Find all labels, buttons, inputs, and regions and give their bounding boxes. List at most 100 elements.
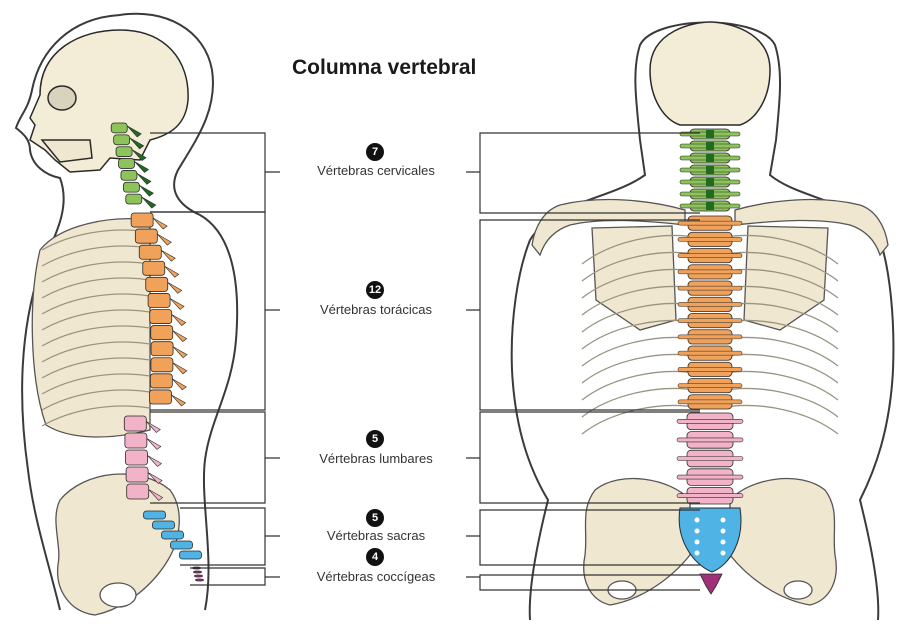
- transverse-process-lumbar: [677, 475, 743, 479]
- spinous-process-cervical: [706, 130, 714, 138]
- bracket-cervical-left: [150, 133, 265, 212]
- vertebra-coccygeal-lateral: [195, 575, 203, 577]
- spinous-process-thoracic: [161, 250, 175, 261]
- sacral-foramen: [695, 551, 700, 556]
- coccyx-posterior: [700, 574, 722, 594]
- vertebra-lumbar-lateral: [125, 433, 147, 448]
- transverse-process-thoracic: [678, 335, 742, 339]
- spinous-process-cervical: [135, 162, 149, 173]
- lumbar-count-badge: 5: [366, 430, 384, 448]
- transverse-process-thoracic: [678, 351, 742, 355]
- transverse-process-lumbar: [677, 457, 743, 461]
- spinous-process-thoracic: [157, 234, 171, 245]
- spinous-process-cervical: [706, 190, 714, 198]
- spinous-process-cervical: [706, 202, 714, 210]
- transverse-process-thoracic: [678, 237, 742, 241]
- spinous-process-cervical: [706, 166, 714, 174]
- thoracic-count-badge: 12: [366, 281, 384, 299]
- diagram-title: Columna vertebral: [292, 56, 476, 80]
- transverse-process-thoracic: [678, 286, 742, 290]
- sacral-foramen: [695, 529, 700, 534]
- transverse-process-thoracic: [678, 270, 742, 274]
- sacral-foramen: [721, 540, 726, 545]
- spinous-process-lumbar: [147, 439, 161, 450]
- lateral-ribcage: [32, 219, 150, 437]
- lateral-skull: [30, 30, 188, 172]
- vertebra-cervical-lateral: [121, 170, 137, 180]
- vertebra-thoracic-lateral: [139, 245, 161, 259]
- cervical-label: Vértebras cervicales: [296, 163, 456, 178]
- sacral-foramen: [695, 540, 700, 545]
- transverse-process-thoracic: [678, 254, 742, 258]
- vertebra-sacral-lateral: [144, 511, 166, 519]
- lumbar-label: Vértebras lumbares: [296, 451, 456, 466]
- spinous-process-thoracic: [173, 347, 187, 358]
- vertebra-cervical-lateral: [123, 182, 139, 192]
- vertebra-thoracic-lateral: [143, 261, 165, 275]
- spinous-process-thoracic: [165, 266, 179, 277]
- spinous-process-thoracic: [170, 298, 184, 309]
- posterior-spine: [677, 129, 743, 594]
- transverse-process-lumbar: [677, 494, 743, 498]
- vertebra-cervical-lateral: [126, 194, 142, 204]
- transverse-process-lumbar: [677, 419, 743, 423]
- vertebra-sacral-lateral: [153, 521, 175, 529]
- sacral-foramen: [721, 529, 726, 534]
- vertebra-thoracic-lateral: [150, 374, 172, 388]
- transverse-process-thoracic: [678, 367, 742, 371]
- sacral-label: Vértebras sacras: [296, 528, 456, 543]
- spinous-process-cervical: [137, 173, 151, 184]
- transverse-process-lumbar: [677, 438, 743, 442]
- sacral-count-badge: 5: [366, 509, 384, 527]
- spinous-process-thoracic: [173, 363, 187, 374]
- vertebra-coccygeal-lateral: [196, 579, 204, 581]
- transverse-process-thoracic: [678, 302, 742, 306]
- spinous-process-thoracic: [153, 218, 167, 229]
- spinous-process-thoracic: [171, 395, 185, 406]
- transverse-process-thoracic: [678, 384, 742, 388]
- vertebra-lumbar-lateral: [126, 467, 148, 482]
- spinous-process-thoracic: [172, 315, 186, 326]
- spinous-process-cervical: [706, 178, 714, 186]
- transverse-process-thoracic: [678, 319, 742, 323]
- spinous-process-lumbar: [148, 456, 162, 467]
- vertebra-lumbar-lateral: [127, 484, 149, 499]
- vertebra-thoracic-lateral: [131, 213, 153, 227]
- spinous-process-cervical: [142, 197, 156, 208]
- vertebra-lumbar-lateral: [126, 450, 148, 465]
- vertebra-thoracic-lateral: [149, 390, 171, 404]
- spinous-process-thoracic: [168, 282, 182, 293]
- sacral-foramen: [721, 551, 726, 556]
- sacral-foramen: [721, 518, 726, 523]
- vertebra-sacral-lateral: [180, 551, 202, 559]
- transverse-process-thoracic: [678, 221, 742, 225]
- vertebra-cervical-lateral: [114, 135, 130, 145]
- sacrum-posterior: [679, 508, 741, 572]
- spinous-process-thoracic: [173, 331, 187, 342]
- vertebra-thoracic-lateral: [151, 342, 173, 356]
- coccygeal-label: Vértebras coccígeas: [296, 569, 456, 584]
- vertebra-thoracic-lateral: [148, 293, 170, 307]
- vertebra-sacral-lateral: [171, 541, 193, 549]
- vertebra-thoracic-lateral: [150, 310, 172, 324]
- vertebra-lumbar-lateral: [124, 416, 146, 431]
- cervical-count-badge: 7: [366, 143, 384, 161]
- vertebra-thoracic-lateral: [151, 326, 173, 340]
- vertebra-thoracic-lateral: [151, 358, 173, 372]
- lateral-pelvis: [56, 474, 179, 615]
- spinous-process-cervical: [706, 142, 714, 150]
- vertebra-cervical-lateral: [119, 159, 135, 169]
- vertebra-cervical-lateral: [111, 123, 127, 133]
- vertebra-coccygeal-lateral: [194, 571, 202, 573]
- vertebra-cervical-lateral: [116, 147, 132, 157]
- transverse-process-thoracic: [678, 400, 742, 404]
- coccygeal-count-badge: 4: [366, 548, 384, 566]
- vertebra-thoracic-lateral: [135, 229, 157, 243]
- vertebra-sacral-lateral: [162, 531, 184, 539]
- spinous-process-cervical: [706, 154, 714, 162]
- thoracic-label: Vértebras torácicas: [296, 302, 456, 317]
- sacral-foramen: [695, 518, 700, 523]
- spinous-process-thoracic: [172, 379, 186, 390]
- posterior-skull: [650, 22, 770, 125]
